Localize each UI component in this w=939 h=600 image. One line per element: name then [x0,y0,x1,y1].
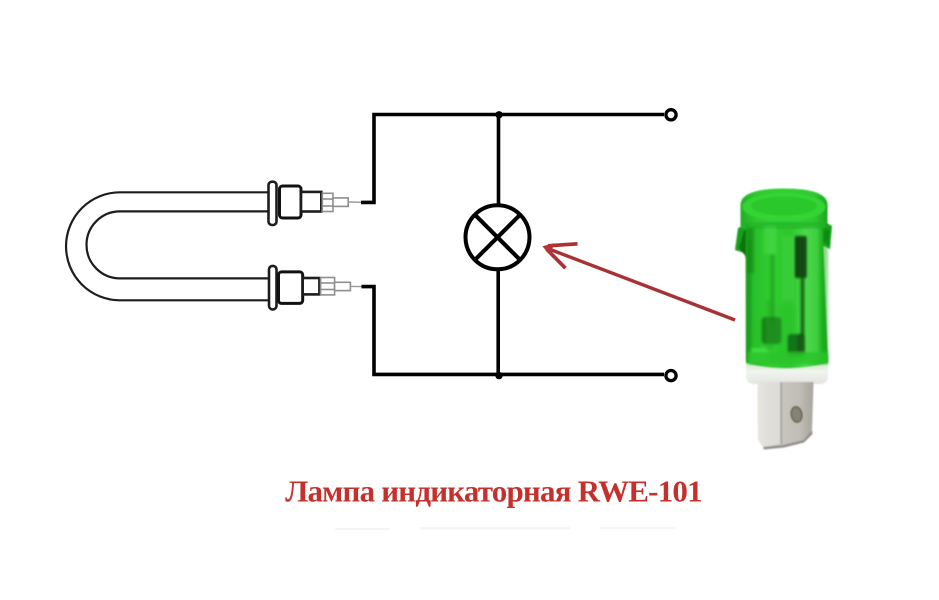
svg-text:Лампа индикаторная RWE-101: Лампа индикаторная RWE-101 [285,474,702,509]
